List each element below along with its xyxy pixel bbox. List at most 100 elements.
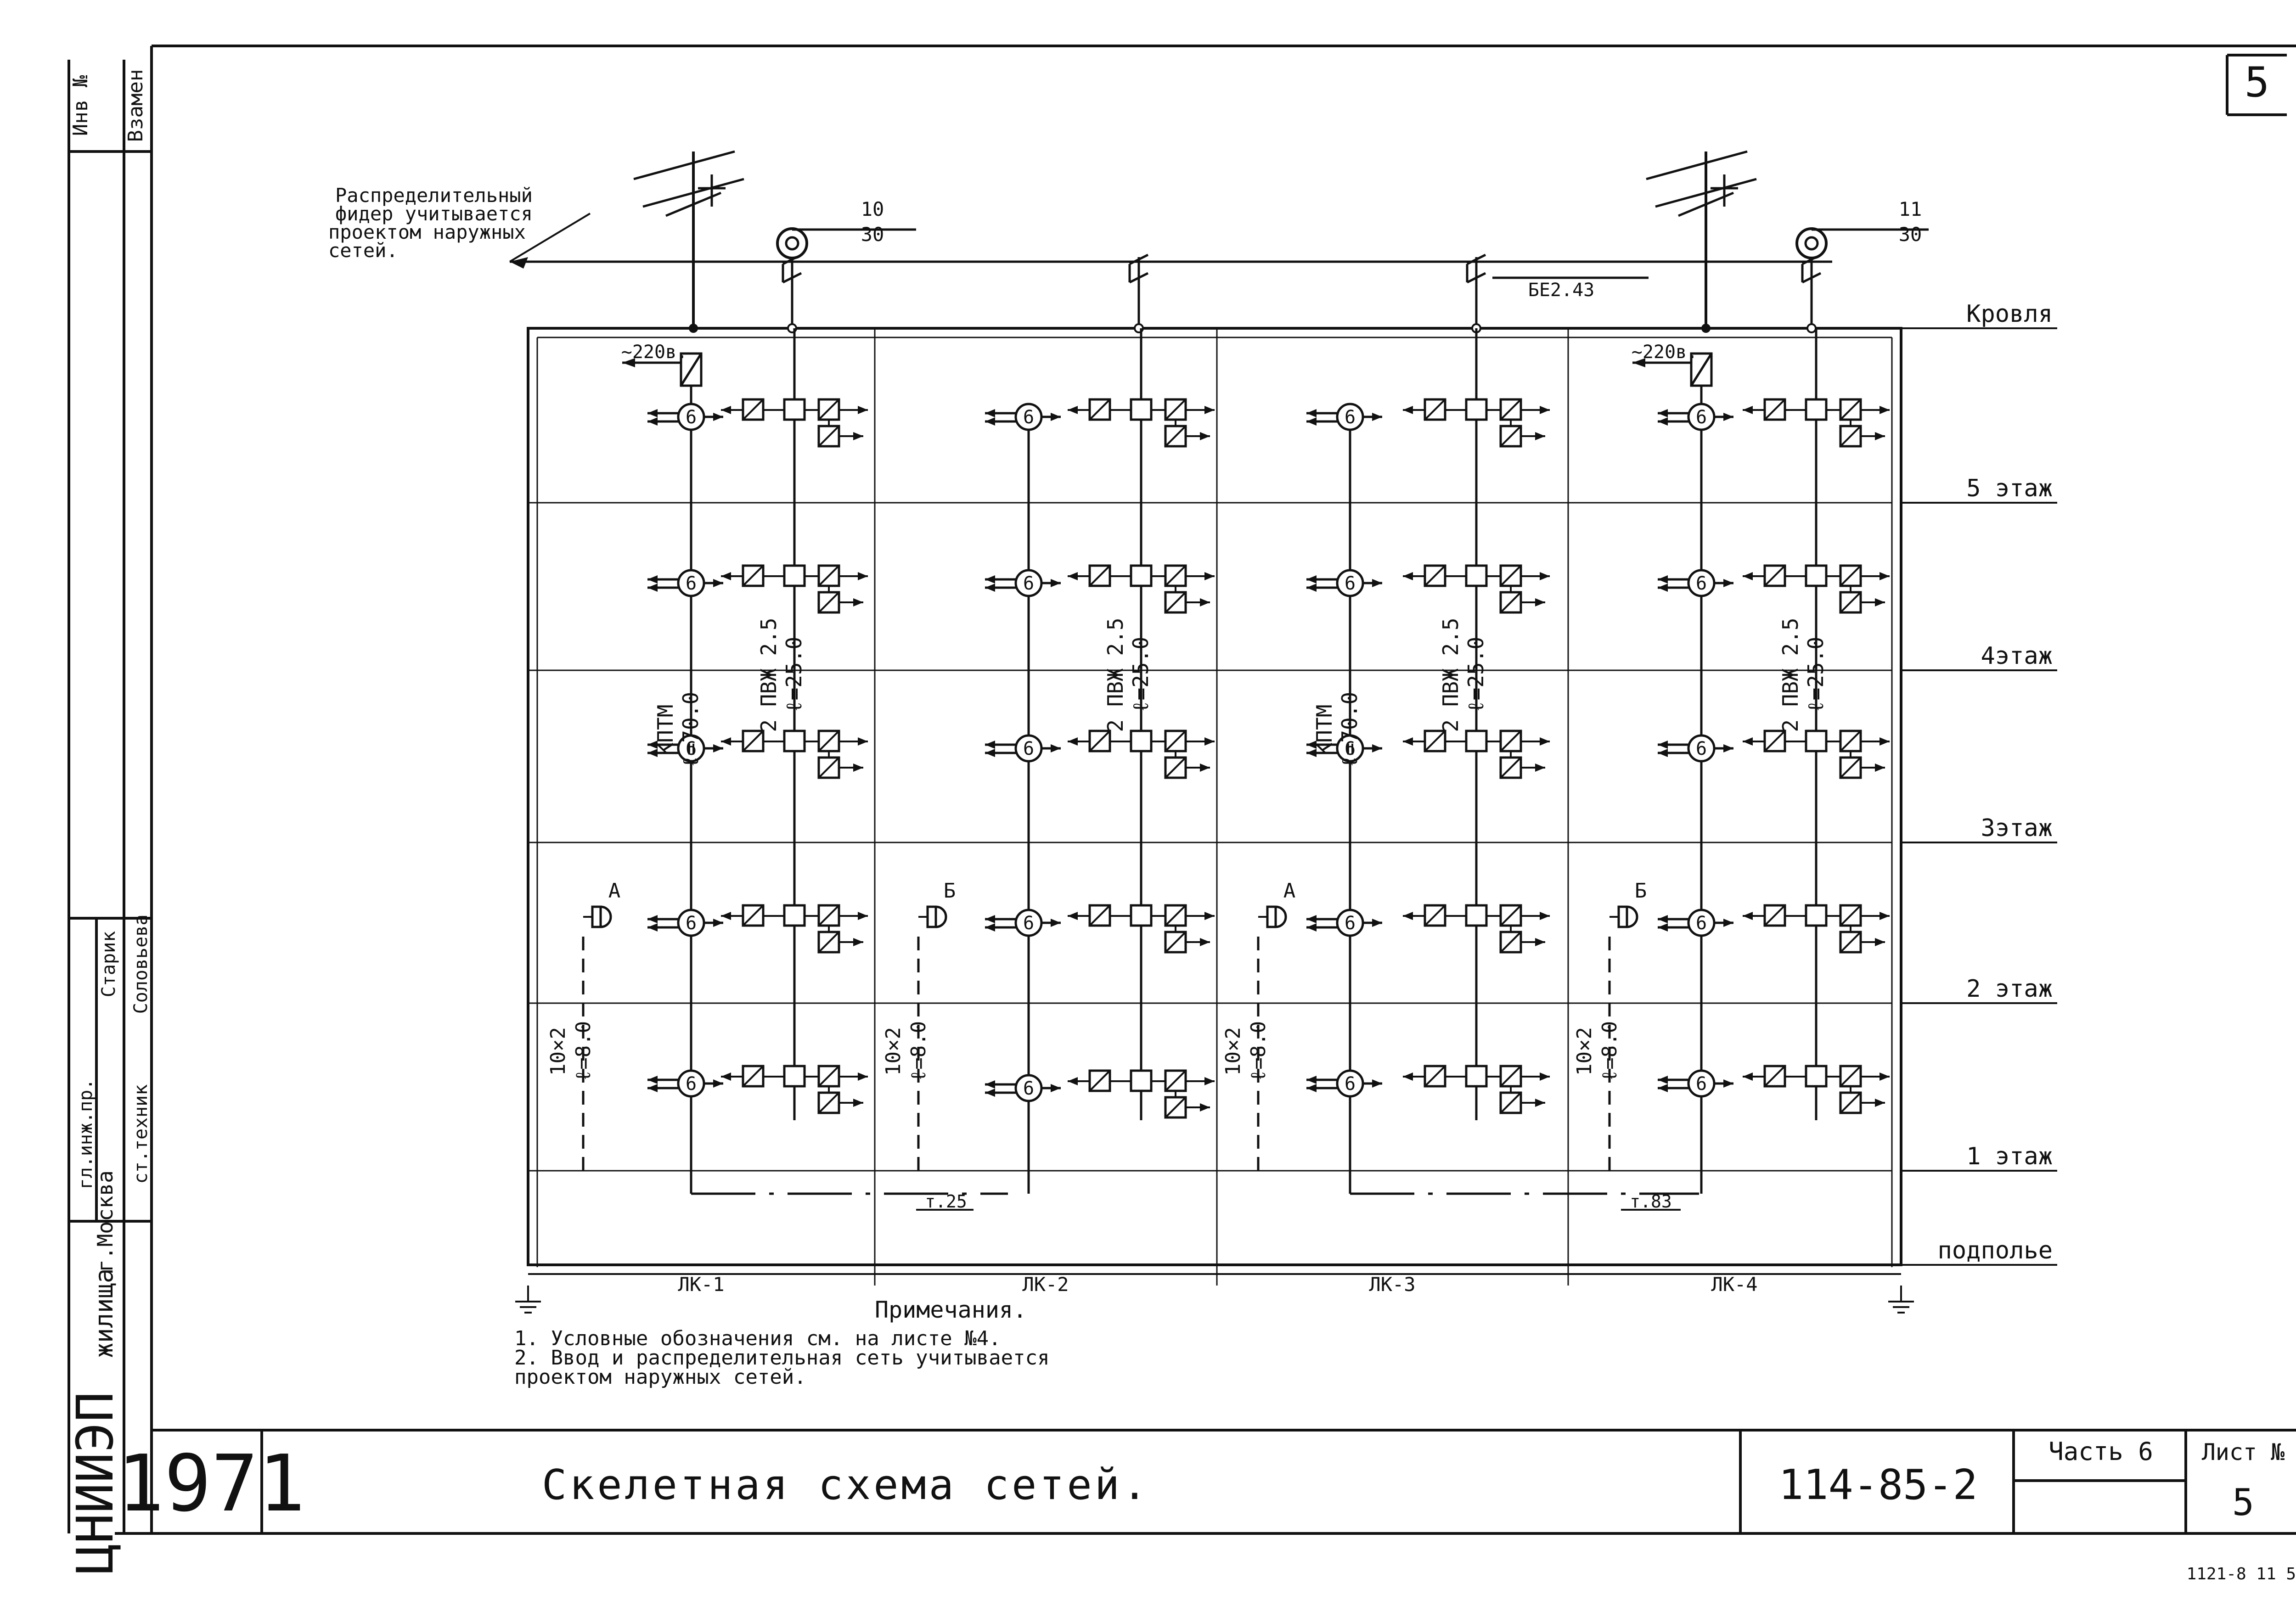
speaker-label: А <box>608 879 621 903</box>
wire-cable-length: ℓ=25.0 <box>782 637 806 713</box>
section-label-2: ЛК-3 <box>1369 1273 1415 1296</box>
corner-sheet-number: 5 <box>2245 58 2269 107</box>
floor-label-1: 5 этаж <box>1966 475 2053 502</box>
box-label: 6 <box>1345 738 1356 759</box>
tap-box-icon <box>1465 1065 1488 1088</box>
box-label: 6 <box>1696 1073 1707 1095</box>
cable-tag: БЕ2.43 <box>1528 280 1595 301</box>
box-label: 6 <box>1023 407 1034 428</box>
tap-box-icon <box>1465 904 1488 927</box>
wire-cable-length: ℓ=25.0 <box>1463 637 1488 713</box>
feeder-note-line: сетей. <box>328 239 398 262</box>
drop-cable-name: 10×2 <box>546 1027 570 1076</box>
wire-cable-name: 2 ПВЖ 2.5 <box>1103 618 1128 732</box>
sheet-label: Лист № <box>2202 1439 2285 1465</box>
wire-cable-name: 2 ПВЖ 2.5 <box>1438 618 1463 732</box>
supply-label: ~220в. <box>621 342 688 363</box>
role-2: ст.техник <box>130 1084 152 1184</box>
box-label: 6 <box>1023 738 1034 759</box>
network-layer: Кровля 5 этаж 4этаж 3этаж 2 этаж 1 этаж подпол… <box>66 58 2296 1583</box>
note-line: проектом наружных сетей. <box>514 1365 806 1389</box>
box-label: 6 <box>1696 573 1707 594</box>
box-label: 6 <box>686 1073 697 1095</box>
floor-label-0: Кровля <box>1966 300 2053 328</box>
supply-label: ~220в. <box>1632 342 1698 363</box>
box-label: 6 <box>1345 407 1356 428</box>
box-label: 6 <box>686 738 697 759</box>
sheet-frame <box>68 45 2296 1535</box>
tap-box-icon <box>1805 398 1828 421</box>
wire-cable-name: 2 ПВЖ 2.5 <box>756 618 781 732</box>
tap-box-icon <box>1465 398 1488 421</box>
floor-label-4: 2 этаж <box>1966 975 2053 1003</box>
tap-box-icon <box>1130 904 1153 927</box>
tap-box-icon <box>783 398 806 421</box>
wire-cable-length: ℓ=25.0 <box>1128 637 1153 713</box>
tap-box-icon <box>1130 730 1153 752</box>
box-label: 6 <box>1345 573 1356 594</box>
drop-cable-length: ℓ=8.0 <box>572 1021 595 1082</box>
tap-box-icon <box>783 1065 806 1088</box>
part-label: Часть 6 <box>2048 1437 2153 1466</box>
year: 1971 <box>117 1438 305 1529</box>
riser-cable-name: КПТМ <box>1312 705 1337 756</box>
name-1: Старик <box>98 931 119 998</box>
floor-label-3: 3этаж <box>1981 814 2053 842</box>
fraction-top: 10 <box>861 198 884 220</box>
building-outline <box>527 327 1902 1266</box>
riser-cable-length: ℓ=70.0 <box>678 692 703 768</box>
feeder-note-line: проектом наружных <box>328 221 526 243</box>
riser-cable-length: ℓ=70.0 <box>1337 692 1362 768</box>
tap-box-icon <box>1805 1065 1828 1088</box>
floor-label-2: 4этаж <box>1981 642 2053 670</box>
speaker-label: Б <box>1635 879 1647 903</box>
drop-cable-length: ℓ=8.0 <box>1598 1021 1621 1082</box>
box-label: 6 <box>1696 913 1707 934</box>
tap-box-icon <box>783 904 806 927</box>
box-label: 6 <box>1023 913 1034 934</box>
city: г.Москва <box>93 1170 118 1272</box>
feeder-note-line: Распределительный <box>335 184 533 207</box>
box-label: 6 <box>686 407 697 428</box>
wire-cable-length: ℓ=25.0 <box>1803 637 1828 713</box>
role-1: гл.инж.пр. <box>75 1079 96 1190</box>
trench-tag: т.25 <box>925 1191 967 1212</box>
section-label-0: ЛК-1 <box>678 1273 724 1296</box>
drop-cable-length: ℓ=8.0 <box>1247 1021 1270 1082</box>
tap-box-icon <box>783 564 806 587</box>
floor-label-5: 1 этаж <box>1966 1143 2053 1170</box>
box-label: 6 <box>1696 738 1707 759</box>
speaker-label: Б <box>944 879 956 903</box>
mast-node <box>689 324 698 333</box>
tap-box-icon <box>1805 904 1828 927</box>
tap-box-icon <box>1130 564 1153 587</box>
feeder-note-line: фидер учитывается <box>335 202 533 225</box>
drop-cable-name: 10×2 <box>1221 1027 1245 1076</box>
org-name: ЦНИИЭП <box>66 1392 124 1574</box>
coupler-icon <box>1466 253 1486 284</box>
tap-box-icon <box>1130 1069 1153 1092</box>
tap-box-icon <box>1805 730 1828 752</box>
floor-label-6: подполье <box>1938 1237 2053 1264</box>
sheet-number: 5 <box>2232 1481 2254 1524</box>
box-label: 6 <box>686 913 697 934</box>
fraction-bottom: 30 <box>861 223 884 246</box>
section-label-3: ЛК-4 <box>1711 1273 1757 1296</box>
trench-tag: т.83 <box>1630 1191 1672 1212</box>
box-label: 6 <box>1023 573 1034 594</box>
riser-cable-name: КПТМ <box>653 705 678 756</box>
speaker-label: А <box>1283 879 1296 903</box>
box-label: 6 <box>1696 407 1707 428</box>
coupler-icon <box>1128 253 1149 284</box>
drawing-code: 114-85-2 <box>1778 1461 1977 1509</box>
tap-box-icon <box>1805 564 1828 587</box>
tap-box-icon <box>1465 730 1488 752</box>
name-2: Соловьева <box>130 915 152 1014</box>
drop-cable-name: 10×2 <box>882 1027 905 1076</box>
fraction-top: 11 <box>1899 198 1922 220</box>
section-label-1: ЛК-2 <box>1022 1273 1069 1296</box>
drawing-title: Скелетная схема сетей. <box>542 1461 1150 1509</box>
vzamen-label: Взамен <box>124 69 147 142</box>
fraction-bottom: 30 <box>1899 223 1922 246</box>
tap-box-icon <box>1130 398 1153 421</box>
